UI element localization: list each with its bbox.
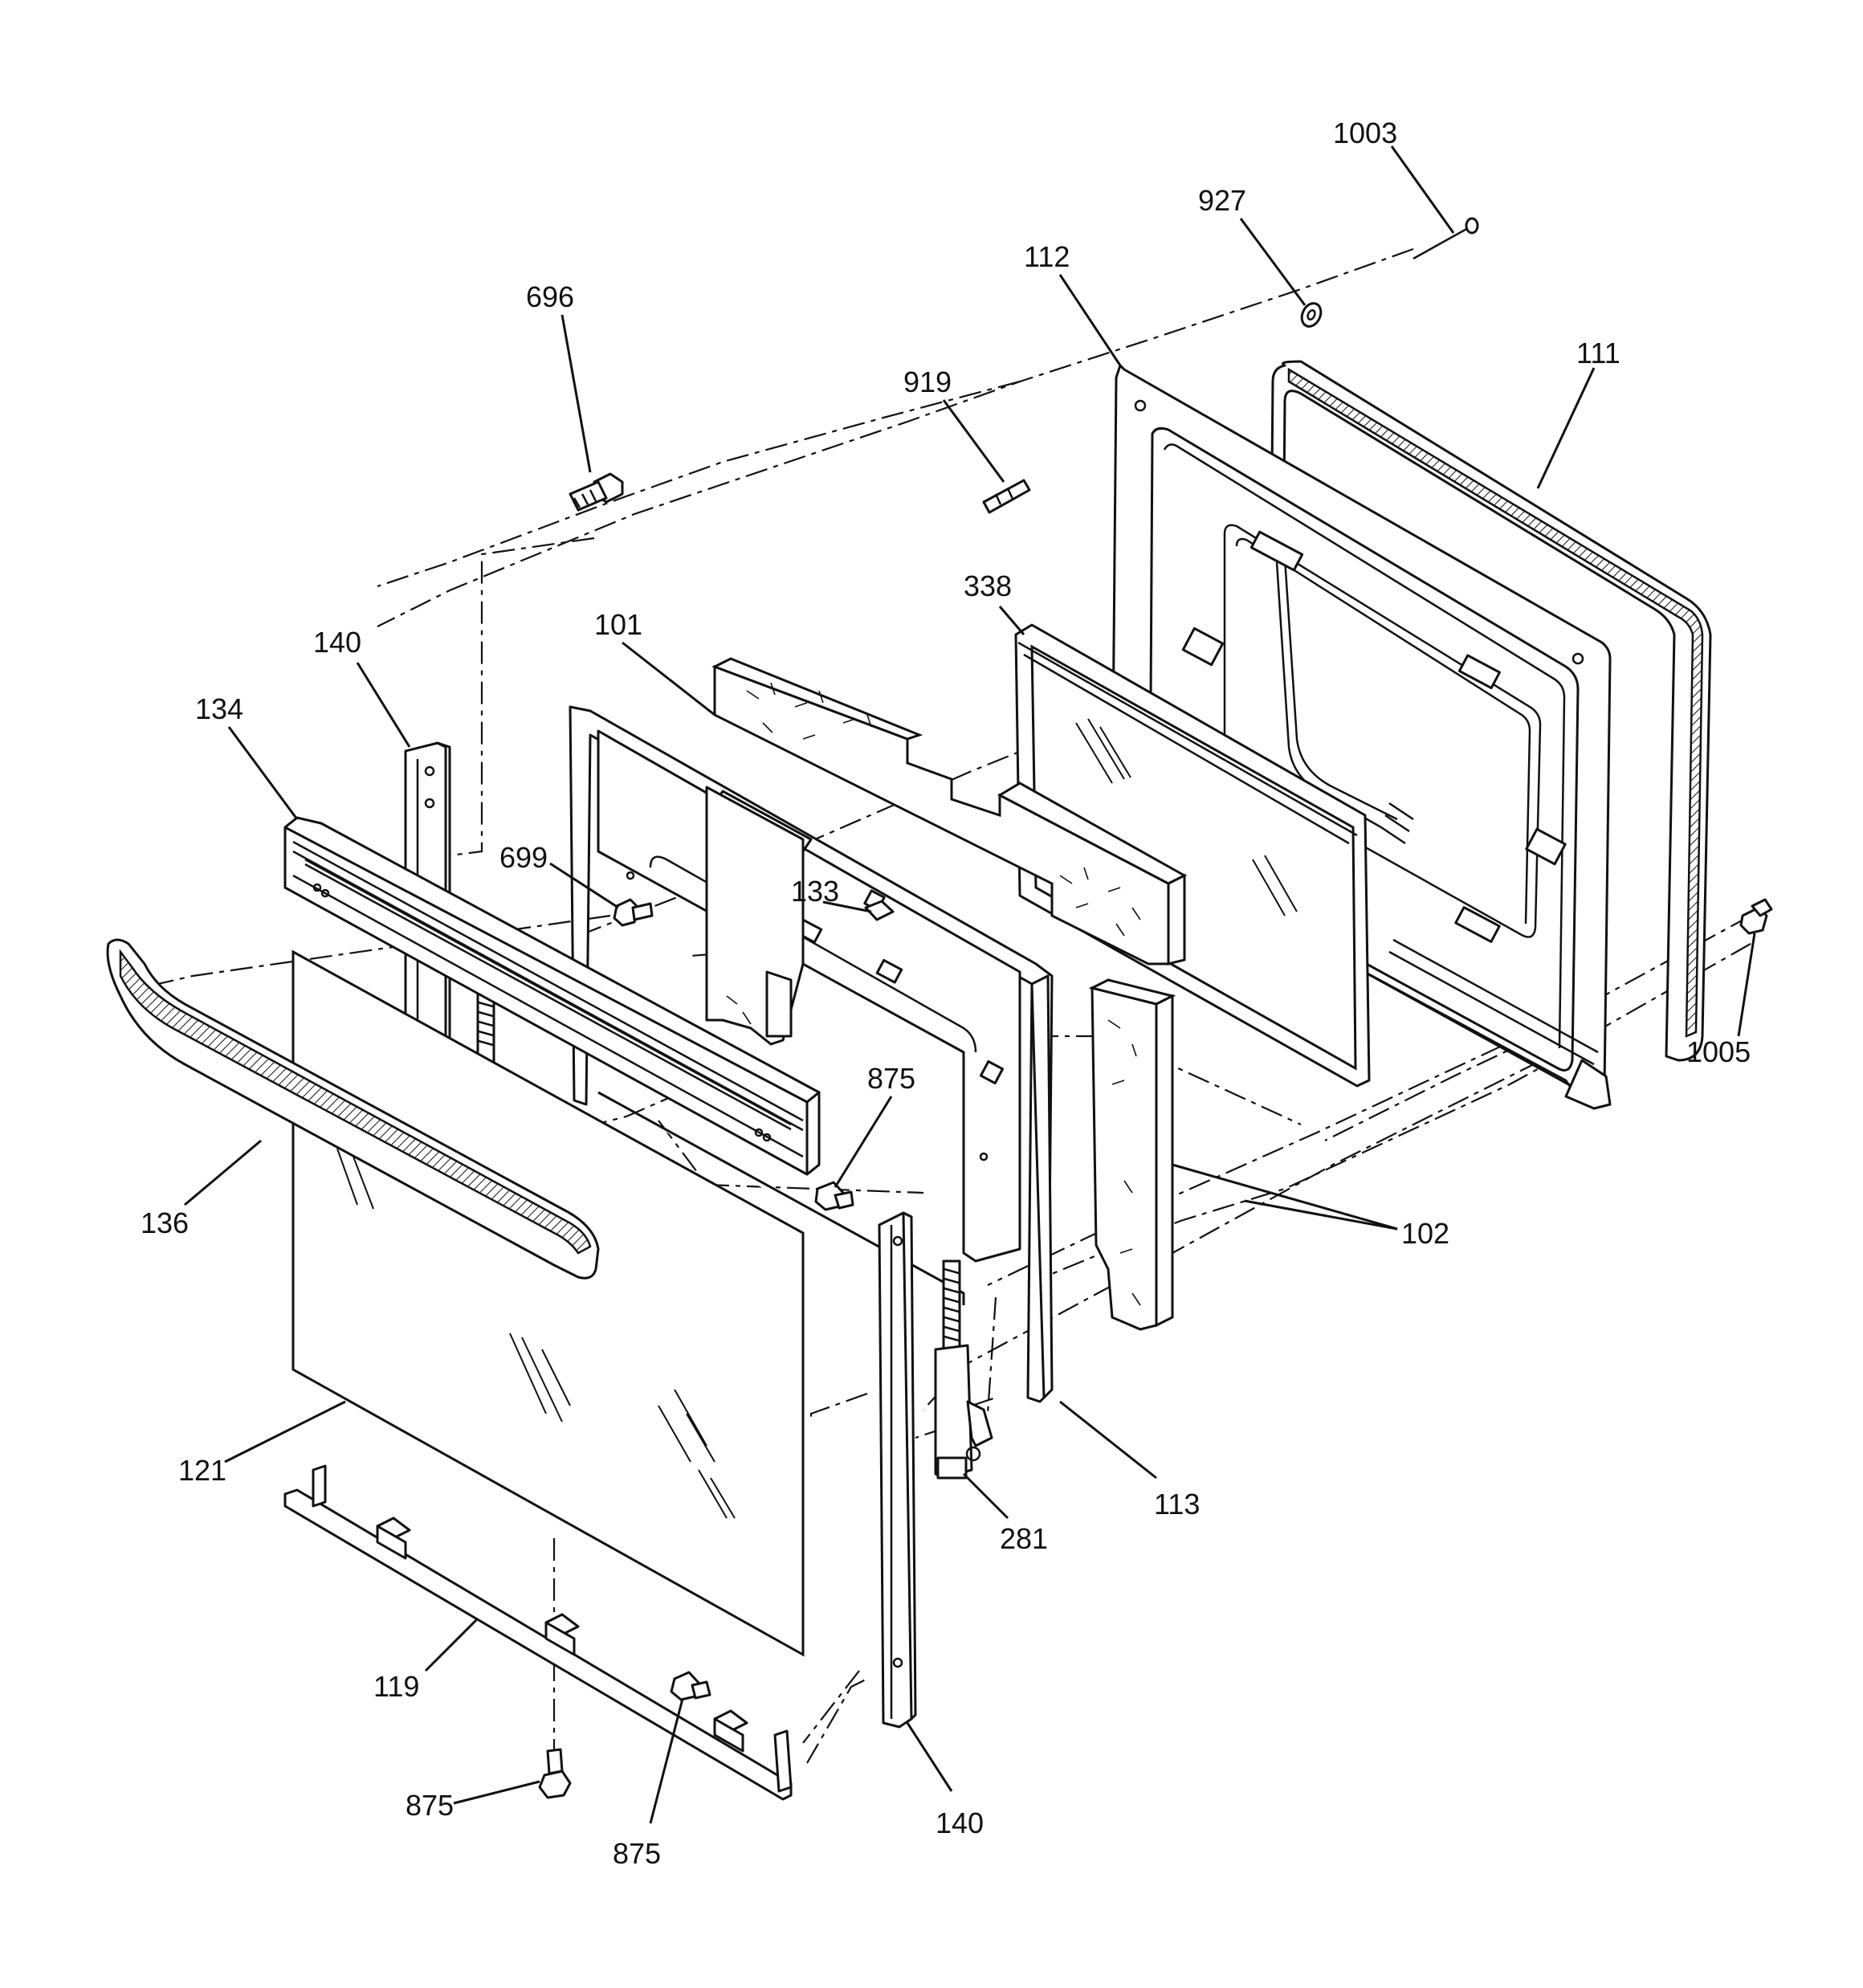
leader-lines (184, 145, 1756, 1824)
callout-102: 102 (1401, 1217, 1449, 1250)
callout-1003: 1003 (1333, 116, 1397, 149)
callout-875-left: 875 (406, 1789, 454, 1822)
screw-875-upper (814, 1181, 854, 1211)
callout-136: 136 (141, 1206, 189, 1239)
hinge-281 (934, 1259, 993, 1480)
insulation-101 (711, 657, 1188, 965)
screw-1003 (1413, 217, 1479, 260)
bottom-bracket-119 (283, 1464, 793, 1801)
callout-113: 113 (1154, 1488, 1200, 1521)
inner-liner-113 (569, 705, 1054, 1403)
screw-699 (613, 898, 654, 927)
callout-927: 927 (1198, 184, 1246, 217)
callout-111: 111 (1576, 337, 1620, 369)
screw-696 (569, 472, 624, 512)
callout-labels: 1003 927 112 111 919 696 338 101 140 134… (141, 116, 1751, 1870)
callout-140-lower: 140 (936, 1806, 984, 1839)
callout-281: 281 (1000, 1522, 1048, 1555)
callout-121: 121 (178, 1454, 226, 1487)
screw-1005 (1739, 898, 1773, 935)
callout-112: 112 (1024, 240, 1070, 273)
top-trim-134 (283, 816, 821, 1176)
callout-1005: 1005 (1686, 1035, 1751, 1068)
callout-119: 119 (373, 1670, 419, 1703)
screw-875-center (670, 1671, 711, 1701)
callout-101: 101 (594, 608, 642, 641)
hinge-channel-140-lower (878, 1211, 917, 1729)
callout-134: 134 (195, 692, 243, 725)
spacer-919 (982, 479, 1031, 514)
washer-927 (1300, 302, 1323, 328)
callout-919: 919 (903, 365, 952, 398)
callout-875-upper: 875 (867, 1062, 915, 1095)
outer-glass-121 (291, 949, 805, 1657)
callout-133: 133 (791, 875, 839, 908)
callout-875-center: 875 (613, 1837, 661, 1870)
inner-panel-112 (1111, 364, 1612, 1110)
callout-696: 696 (526, 280, 574, 313)
callout-338: 338 (964, 569, 1012, 602)
callout-699: 699 (499, 841, 548, 874)
callout-140-upper: 140 (313, 626, 361, 659)
screw-875-left (538, 1748, 572, 1799)
insulation-texture (746, 682, 1141, 937)
clip-133 (864, 900, 895, 921)
insulation-102 (1088, 978, 1176, 1331)
handle-136 (106, 938, 600, 1280)
